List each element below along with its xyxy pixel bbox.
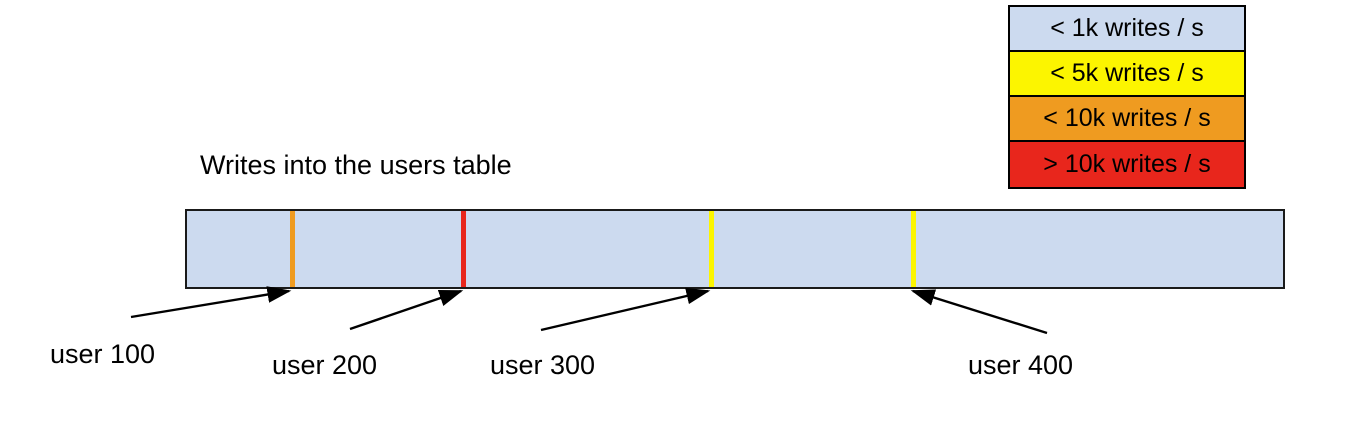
users-table-bar <box>185 209 1285 289</box>
chart-title: Writes into the users table <box>200 150 512 180</box>
arrow-user-100 <box>130 286 292 319</box>
legend-label-lt-1k: < 1k writes / s <box>1050 14 1204 42</box>
callout-label-user-400: user 400 <box>968 350 1074 380</box>
legend-label-lt-5k: < 5k writes / s <box>1050 59 1204 87</box>
writes-rate-legend: < 1k writes / s < 5k writes / s < 10k wr… <box>1008 5 1246 189</box>
legend-row-lt-10k: < 10k writes / s <box>1010 97 1244 142</box>
marker-user-200 <box>461 211 466 287</box>
legend-row-gt-10k: > 10k writes / s <box>1010 142 1244 187</box>
callout-label-user-200: user 200 <box>272 350 378 380</box>
legend-label-gt-10k: > 10k writes / s <box>1043 150 1211 178</box>
legend-row-lt-1k: < 1k writes / s <box>1010 7 1244 52</box>
legend-row-lt-5k: < 5k writes / s <box>1010 52 1244 97</box>
arrow-user-400 <box>910 289 1048 335</box>
callout-label-user-100: user 100 <box>50 339 156 369</box>
arrow-user-300 <box>540 287 711 332</box>
legend-label-lt-10k: < 10k writes / s <box>1043 104 1211 132</box>
callout-label-user-300: user 300 <box>490 350 596 380</box>
marker-user-400 <box>911 211 916 287</box>
arrow-user-200 <box>349 289 464 331</box>
marker-user-100 <box>290 211 295 287</box>
marker-user-300 <box>709 211 714 287</box>
